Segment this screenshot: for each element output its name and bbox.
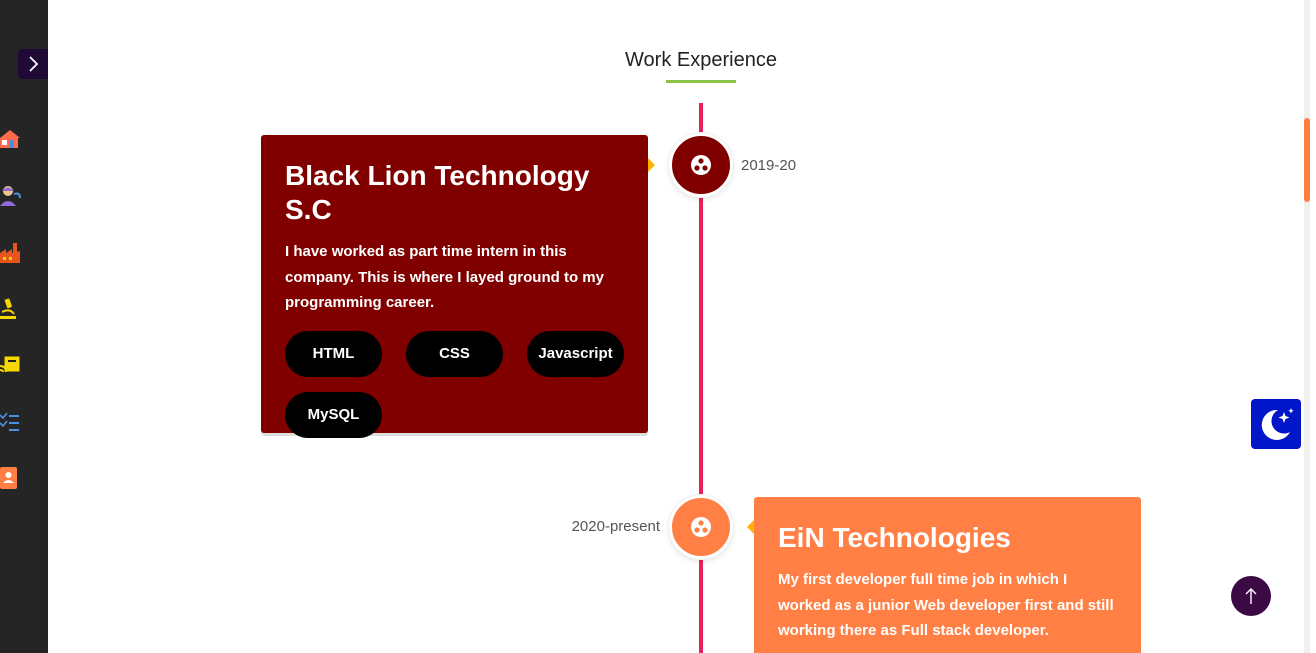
card-pointer (648, 158, 655, 172)
sidebar-item-experience[interactable] (0, 241, 20, 263)
theme-toggle-button[interactable] (1251, 399, 1301, 449)
experience-date: 2020-present (571, 518, 660, 535)
skill-tags: HTML CSS Javascript MySQL (285, 330, 624, 438)
company-name: Black Lion Technology S.C (285, 160, 590, 225)
certificate-icon (0, 355, 21, 373)
arrow-up-icon (1245, 588, 1257, 604)
experience-card-ein: EiN Technologies My first developer full… (754, 497, 1141, 653)
sidebar (0, 0, 48, 653)
factory-icon (0, 243, 20, 263)
experience-description: My first developer full time job in whic… (778, 571, 1114, 639)
chevron-right-icon (29, 56, 39, 72)
experience-card-black-lion: Black Lion Technology S.C I have worked … (261, 135, 648, 438)
section-title: Work Experience (625, 49, 777, 71)
dots-circle-icon (691, 155, 711, 175)
home-icon (0, 130, 20, 148)
scrollbar-track[interactable] (1304, 0, 1310, 653)
sidebar-item-education[interactable] (0, 354, 21, 376)
moon-stars-icon (1261, 408, 1294, 440)
timeline-line (699, 103, 703, 653)
tag-mysql[interactable]: MySQL (285, 391, 382, 438)
tag-html[interactable]: HTML (285, 330, 382, 377)
microscope-icon (0, 298, 16, 319)
tag-javascript[interactable]: Javascript (527, 330, 624, 377)
experience-date: 2019-20 (741, 157, 797, 174)
sidebar-item-contact[interactable] (0, 467, 20, 489)
scrollbar-thumb[interactable] (1304, 118, 1310, 202)
contact-icon (0, 467, 17, 489)
person-icon (0, 186, 21, 206)
timeline-node (669, 495, 733, 559)
tag-css[interactable]: CSS (406, 330, 503, 377)
checklist-icon (0, 412, 19, 431)
company-name: EiN Technologies (778, 522, 1011, 553)
scroll-to-top-button[interactable] (1231, 576, 1271, 616)
sidebar-item-about[interactable] (0, 184, 21, 206)
card-pointer (747, 520, 754, 534)
main-content: Work Experience Black Lion Technology S.… (48, 0, 1310, 653)
sidebar-item-skills[interactable] (0, 298, 20, 320)
dots-circle-icon (691, 517, 711, 537)
sidebar-item-home[interactable] (0, 128, 20, 150)
sidebar-toggle-button[interactable] (18, 49, 48, 79)
sidebar-item-projects[interactable] (0, 411, 20, 433)
title-underline (666, 80, 736, 83)
experience-description: I have worked as part time intern in thi… (285, 243, 604, 311)
timeline-node (669, 133, 733, 197)
